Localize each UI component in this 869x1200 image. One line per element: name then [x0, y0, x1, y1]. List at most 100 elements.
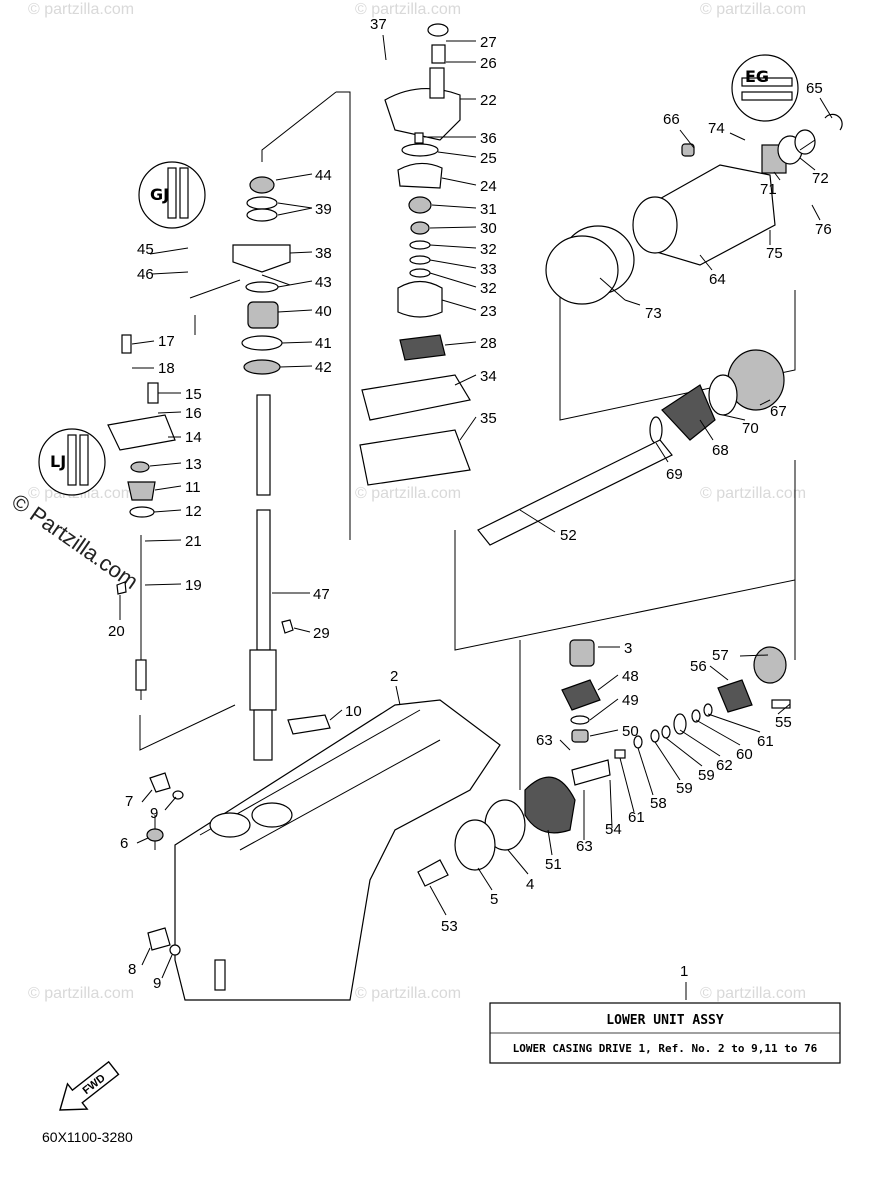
part-40-bearing	[247, 301, 279, 329]
callout-label: 63	[576, 838, 593, 855]
callout-label: 71	[760, 181, 777, 198]
callout-label: 55	[775, 714, 792, 731]
svg-text:LJ: LJ	[50, 452, 66, 471]
part-15-bolt	[147, 382, 159, 404]
callout-labels: 1 2 3 4 5 6 7 8 9 9 10 11 12 13 14 15 16…	[108, 16, 832, 992]
part-23-impeller-housing	[397, 280, 443, 318]
grease-symbol-icon: GJ LJ EG	[38, 54, 799, 496]
callout-label: 37	[370, 16, 387, 33]
callout-label: 18	[158, 360, 175, 377]
callout-label: 33	[480, 261, 497, 278]
callout-label: 11	[185, 479, 201, 496]
callout-label: 1	[680, 963, 688, 980]
callout-label: 61	[628, 809, 645, 826]
callout-label: 69	[666, 466, 683, 483]
callout-label: 2	[390, 668, 398, 685]
lower-casing	[146, 699, 501, 1001]
callout-label: 42	[315, 359, 332, 376]
callout-label: 4	[526, 876, 534, 893]
callout-label: 48	[622, 668, 639, 685]
callout-label: 35	[480, 410, 497, 427]
callout-label: 38	[315, 245, 332, 262]
callout-label: 17	[158, 333, 175, 350]
callout-label: 9	[150, 805, 158, 822]
part-54-shift-plunger	[571, 759, 611, 786]
callout-label: 65	[806, 80, 823, 97]
callout-leaders	[119, 34, 833, 1000]
callout-label: 13	[185, 456, 202, 473]
clutch-gear-group	[417, 639, 791, 887]
callout-label: 63	[536, 732, 553, 749]
part-44-seal	[249, 176, 275, 194]
callout-label: 43	[315, 274, 332, 291]
callout-label: 72	[812, 170, 829, 187]
propeller-shaft-group	[477, 113, 843, 546]
callout-label: 32	[480, 241, 497, 258]
drive-shaft-group	[232, 176, 331, 761]
callout-label: 45	[137, 241, 154, 258]
callout-label: 54	[605, 821, 622, 838]
water-pump-group	[359, 23, 471, 486]
callout-label: 56	[690, 658, 707, 675]
callout-label: 34	[480, 368, 497, 385]
callout-label: 52	[560, 527, 577, 544]
callout-label: 10	[345, 703, 362, 720]
callout-label: 31	[480, 201, 497, 218]
part-38-housing	[232, 244, 291, 273]
diagram-code: 60X1100-3280	[42, 1129, 133, 1145]
callout-label: 40	[315, 303, 332, 320]
callout-label: 21	[185, 533, 202, 550]
callout-label: 76	[815, 221, 832, 238]
part-51-forward-gear	[524, 776, 576, 834]
watermark-text: © partzilla.com	[700, 485, 806, 502]
callout-label: 3	[624, 640, 632, 657]
watermark-text: © partzilla.com	[28, 1, 134, 18]
callout-label: 22	[480, 92, 497, 109]
fwd-arrow-icon: FWD	[59, 1060, 120, 1111]
part-48-pinion	[561, 679, 601, 711]
part-47-shaft-lower	[256, 509, 271, 651]
callout-label: 9	[153, 975, 161, 992]
shift-rod-group	[107, 334, 176, 700]
callout-label: 59	[676, 780, 693, 797]
callout-label: 14	[185, 429, 202, 446]
part-24-gasket	[397, 162, 443, 189]
watermark-text: © partzilla.com	[355, 1, 461, 18]
part-47-shaft-upper	[256, 394, 271, 496]
callout-label: 61	[757, 733, 774, 750]
part-56-clutch	[717, 679, 753, 713]
callout-label: 53	[441, 918, 458, 935]
callout-label: 20	[108, 623, 125, 640]
callout-label: 44	[315, 167, 332, 184]
callout-label: 64	[709, 271, 726, 288]
part-17-bolt	[121, 334, 132, 354]
callout-label: 73	[645, 305, 662, 322]
part-14-bracket	[107, 414, 176, 451]
callout-label: 74	[708, 120, 725, 137]
callout-label: 30	[480, 220, 497, 237]
watermark-text: © partzilla.com	[355, 485, 461, 502]
callout-label: 66	[663, 111, 680, 128]
title-box: LOWER UNIT ASSY LOWER CASING DRIVE 1, Re…	[489, 1002, 841, 1064]
callout-label: 60	[736, 746, 753, 763]
part-2-lower-casing-body	[174, 699, 501, 1001]
callout-label: 15	[185, 386, 202, 403]
callout-label: 27	[480, 34, 497, 51]
watermark-text: © partzilla.com	[355, 985, 461, 1002]
part-28-impeller	[399, 334, 446, 361]
part-53-anode	[417, 859, 449, 887]
part-11-seal-housing	[127, 481, 156, 501]
callout-label: 8	[128, 961, 136, 978]
watermark-text: © partzilla.com	[700, 985, 806, 1002]
svg-text:GJ: GJ	[150, 185, 169, 204]
callout-label: 36	[480, 130, 497, 147]
callout-label: 19	[185, 577, 202, 594]
callout-label: 28	[480, 335, 497, 352]
callout-label: 46	[137, 266, 154, 283]
callout-label: 49	[622, 692, 639, 709]
callout-label: 24	[480, 178, 497, 195]
callout-label: 39	[315, 201, 332, 218]
callout-label: 62	[716, 757, 733, 774]
watermark-text: © partzilla.com	[28, 985, 134, 1002]
callout-label: 7	[125, 793, 133, 810]
